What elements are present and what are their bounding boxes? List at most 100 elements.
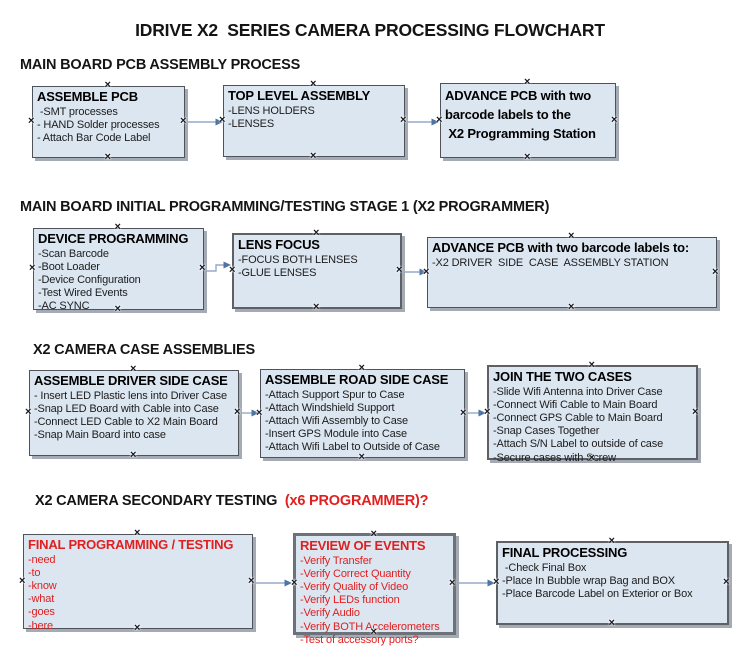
- section-heading-pcb-assembly: MAIN BOARD PCB ASSEMBLY PROCESS: [20, 57, 301, 73]
- connection-handle-icon[interactable]: ×: [310, 150, 317, 162]
- box-item: -LENS HOLDERS: [228, 104, 315, 117]
- connection-handle-icon[interactable]: ×: [256, 406, 263, 419]
- box-item: -Test Wired Events: [38, 287, 128, 300]
- connection-handle-icon[interactable]: ×: [460, 406, 467, 419]
- flow-box-join-the-two-cases[interactable]: JOIN THE TWO CASES -Slide Wifi Antenna i…: [484, 360, 699, 464]
- connection-handle-icon[interactable]: ×: [588, 359, 595, 371]
- box-item: - Insert LED Plastic lens into Driver Ca…: [34, 389, 227, 402]
- connection-handle-icon[interactable]: ×: [723, 576, 730, 588]
- connection-handle-icon[interactable]: ×: [568, 301, 575, 313]
- box-item: -AC SYNC: [38, 300, 90, 313]
- box-item: -Verify LEDs function: [300, 594, 400, 607]
- connection-handle-icon[interactable]: ×: [313, 301, 320, 313]
- connection-handle-icon[interactable]: ×: [423, 265, 430, 278]
- box-item: -Connect LED Cable to X2 Main Board: [34, 415, 218, 428]
- connection-handle-icon[interactable]: ×: [692, 405, 699, 418]
- box-item: -goes: [28, 606, 55, 619]
- connection-handle-icon[interactable]: ×: [134, 527, 141, 539]
- box-item: -X2 DRIVER SIDE CASE ASSEMBLY STATION: [432, 256, 669, 269]
- connection-handle-icon[interactable]: ×: [524, 151, 531, 163]
- section-heading-initial-programming: MAIN BOARD INITIAL PROGRAMMING/TESTING S…: [20, 199, 550, 215]
- box-title: JOIN THE TWO CASES: [493, 369, 632, 384]
- connection-handle-icon[interactable]: ×: [611, 113, 618, 126]
- flow-box-lens-focus[interactable]: LENS FOCUS -FOCUS BOTH LENSES -GLUE LENS…: [229, 228, 403, 313]
- box-item: -Place In Bubble wrap Bag and BOX: [502, 574, 675, 587]
- flow-box-final-processing[interactable]: FINAL PROCESSING -Check Final Box -Place…: [493, 536, 730, 629]
- flow-box-assemble-driver-side-case[interactable]: ASSEMBLE DRIVER SIDE CASE - Insert LED P…: [25, 364, 241, 461]
- box-title: REVIEW OF EVENTS: [300, 538, 426, 553]
- flow-box-advance-to-programming[interactable]: ADVANCE PCB with two barcode labels to t…: [436, 77, 618, 163]
- box-item: -Attach Wifi Assembly to Case: [265, 414, 408, 427]
- box-item: -LENSES: [228, 117, 275, 130]
- connection-handle-icon[interactable]: ×: [358, 451, 365, 463]
- connection-handle-icon[interactable]: ×: [568, 230, 575, 242]
- box-item: -Insert GPS Module into Case: [265, 428, 407, 441]
- section-heading-secondary-testing: X2 CAMERA SECONDARY TESTING (x6 PROGRAMM…: [35, 493, 428, 509]
- box-title: ASSEMBLE DRIVER SIDE CASE: [34, 373, 228, 388]
- connection-handle-icon[interactable]: ×: [493, 576, 500, 588]
- connection-handle-icon[interactable]: ×: [358, 362, 365, 374]
- flow-box-assemble-road-side-case[interactable]: ASSEMBLE ROAD SIDE CASE -Attach Support …: [256, 363, 467, 463]
- flow-box-top-level-assembly[interactable]: TOP LEVEL ASSEMBLY -LENS HOLDERS -LENSES…: [219, 79, 407, 162]
- connection-handle-icon[interactable]: ×: [310, 78, 317, 90]
- flow-box-device-programming[interactable]: DEVICE PROGRAMMING -Scan Barcode -Boot L…: [29, 222, 206, 315]
- section-heading-black-part: X2 CAMERA SECONDARY TESTING: [35, 493, 282, 509]
- box-item: -to: [28, 566, 41, 579]
- connection-handle-icon[interactable]: ×: [130, 363, 137, 375]
- box-item: -Boot Loader: [38, 260, 100, 273]
- box-item: -here: [28, 619, 53, 632]
- box-item: -Attach Support Spur to Case: [265, 388, 405, 401]
- box-title-line: ADVANCE PCB with two: [445, 88, 591, 103]
- flow-box-review-of-events[interactable]: REVIEW OF EVENTS -Verify Transfer -Verif…: [291, 528, 456, 646]
- box-title: TOP LEVEL ASSEMBLY: [228, 88, 371, 103]
- connection-handle-icon[interactable]: ×: [313, 227, 320, 239]
- connection-handle-icon[interactable]: ×: [712, 265, 719, 278]
- connection-handle-icon[interactable]: ×: [370, 528, 377, 540]
- box-title-line: X2 Programming Station: [445, 126, 596, 141]
- connection-handle-icon[interactable]: ×: [180, 115, 187, 127]
- connection-handle-icon[interactable]: ×: [104, 79, 111, 91]
- box-title: ASSEMBLE ROAD SIDE CASE: [265, 372, 449, 387]
- box-title: LENS FOCUS: [238, 237, 320, 252]
- connection-handle-icon[interactable]: ×: [484, 405, 491, 418]
- box-item: -FOCUS BOTH LENSES: [238, 253, 358, 266]
- connection-handle-icon[interactable]: ×: [234, 406, 241, 418]
- connection-handle-icon[interactable]: ×: [104, 151, 111, 163]
- connection-handle-icon[interactable]: ×: [608, 535, 615, 547]
- connection-handle-icon[interactable]: ×: [400, 114, 407, 126]
- connection-handle-icon[interactable]: ×: [219, 114, 226, 126]
- connection-handle-icon[interactable]: ×: [134, 622, 141, 634]
- connection-handle-icon[interactable]: ×: [370, 626, 377, 638]
- connection-handle-icon[interactable]: ×: [130, 449, 137, 461]
- box-item: -Snap Main Board into case: [34, 429, 166, 442]
- connector-deviceprog-lensfocus[interactable]: [204, 261, 231, 272]
- flow-box-assemble-pcb[interactable]: ASSEMBLE PCB -SMT processes - HAND Solde…: [28, 80, 187, 163]
- flow-box-advance-to-case-assembly[interactable]: ADVANCE PCB with two barcode labels to: …: [423, 231, 719, 313]
- connection-handle-icon[interactable]: ×: [436, 113, 443, 126]
- box-item: -Attach S/N Label to outside of case: [493, 438, 664, 451]
- connection-handle-icon[interactable]: ×: [248, 574, 255, 587]
- connection-handle-icon[interactable]: ×: [608, 617, 615, 629]
- connection-handle-icon[interactable]: ×: [29, 262, 36, 274]
- connection-handle-icon[interactable]: ×: [291, 577, 298, 589]
- connection-handle-icon[interactable]: ×: [588, 452, 595, 464]
- connection-handle-icon[interactable]: ×: [396, 264, 403, 276]
- connection-handle-icon[interactable]: ×: [229, 264, 236, 276]
- connection-handle-icon[interactable]: ×: [25, 406, 32, 418]
- connection-handle-icon[interactable]: ×: [199, 262, 206, 274]
- flow-box-final-programming-testing[interactable]: FINAL PROGRAMMING / TESTING -need -to -k…: [19, 528, 255, 634]
- connection-handle-icon[interactable]: ×: [524, 76, 531, 88]
- box-item: -know: [28, 579, 57, 592]
- connection-handle-icon[interactable]: ×: [114, 303, 121, 315]
- box-title: ASSEMBLE PCB: [37, 89, 138, 104]
- connection-handle-icon[interactable]: ×: [114, 221, 121, 233]
- box-item: -Verify Quality of Video: [300, 580, 409, 593]
- section-heading-red-part: (x6 PROGRAMMER)?: [281, 493, 429, 509]
- connection-handle-icon[interactable]: ×: [19, 574, 26, 587]
- connection-handle-icon[interactable]: ×: [449, 577, 456, 589]
- box-item: -what: [28, 593, 55, 606]
- connection-handle-icon[interactable]: ×: [28, 115, 35, 127]
- box-item: -GLUE LENSES: [238, 266, 317, 279]
- box-item: -Device Configuration: [38, 273, 141, 286]
